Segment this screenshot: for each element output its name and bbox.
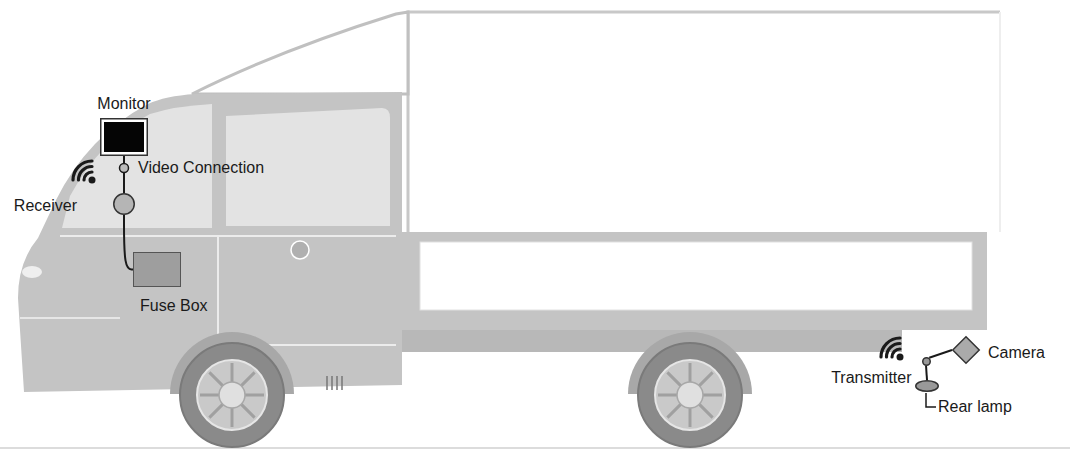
- part-label: Camera: [988, 344, 1045, 362]
- cargo-panel-edge: [999, 12, 1001, 232]
- node-outline: [133, 252, 181, 287]
- node-outline: [100, 118, 148, 156]
- rear-lamp: Rear lamp: [915, 380, 939, 392]
- bumper-line: [20, 317, 120, 319]
- wire-connector: [929, 350, 952, 358]
- receiver-unit: Receiver: [113, 193, 135, 215]
- front-wheel: [180, 343, 284, 447]
- round-outline: [114, 194, 135, 215]
- wireless-symbol: [73, 161, 96, 184]
- door-frame: [60, 236, 396, 345]
- wireless-symbol: [881, 338, 904, 361]
- monitor-frame: [101, 119, 148, 156]
- part-label: Rear lamp: [938, 398, 1012, 416]
- video-connection-dot: [120, 164, 129, 173]
- cargo-bed: [402, 232, 987, 330]
- wire-connector: [123, 156, 125, 193]
- ground-line: [0, 447, 1070, 449]
- monitor-screen: Monitor: [100, 118, 148, 156]
- air-deflector: [192, 12, 408, 94]
- node-outline: [922, 357, 931, 366]
- connection-label: Video Connection: [138, 159, 264, 177]
- diamond-outline: [953, 337, 980, 364]
- headlight: [22, 266, 42, 278]
- leader-line: [926, 393, 936, 407]
- wire-connector: [124, 215, 133, 270]
- step-marks: [327, 376, 342, 390]
- transmitter-unit: Transmitter: [922, 357, 931, 366]
- camera-unit: Camera: [952, 336, 980, 364]
- bed-side-panel: [420, 242, 972, 310]
- fuel-cap: [291, 241, 309, 259]
- part-label: Receiver: [14, 197, 77, 215]
- monitor-display: [104, 122, 144, 152]
- node-outline: [915, 380, 939, 392]
- part-label: Transmitter: [831, 369, 911, 387]
- box-outline: [134, 253, 181, 287]
- round-outline: [916, 381, 939, 392]
- part-label: Monitor: [97, 95, 150, 113]
- fuse-box: Fuse Box: [133, 252, 181, 287]
- cargo-panel: [408, 12, 1000, 240]
- part-label: Fuse Box: [140, 297, 208, 315]
- wire-connector: [926, 366, 927, 381]
- node-outline: [113, 193, 135, 215]
- rear-wheel: [638, 343, 742, 447]
- node-outline: [952, 336, 980, 364]
- round-outline: [922, 357, 930, 365]
